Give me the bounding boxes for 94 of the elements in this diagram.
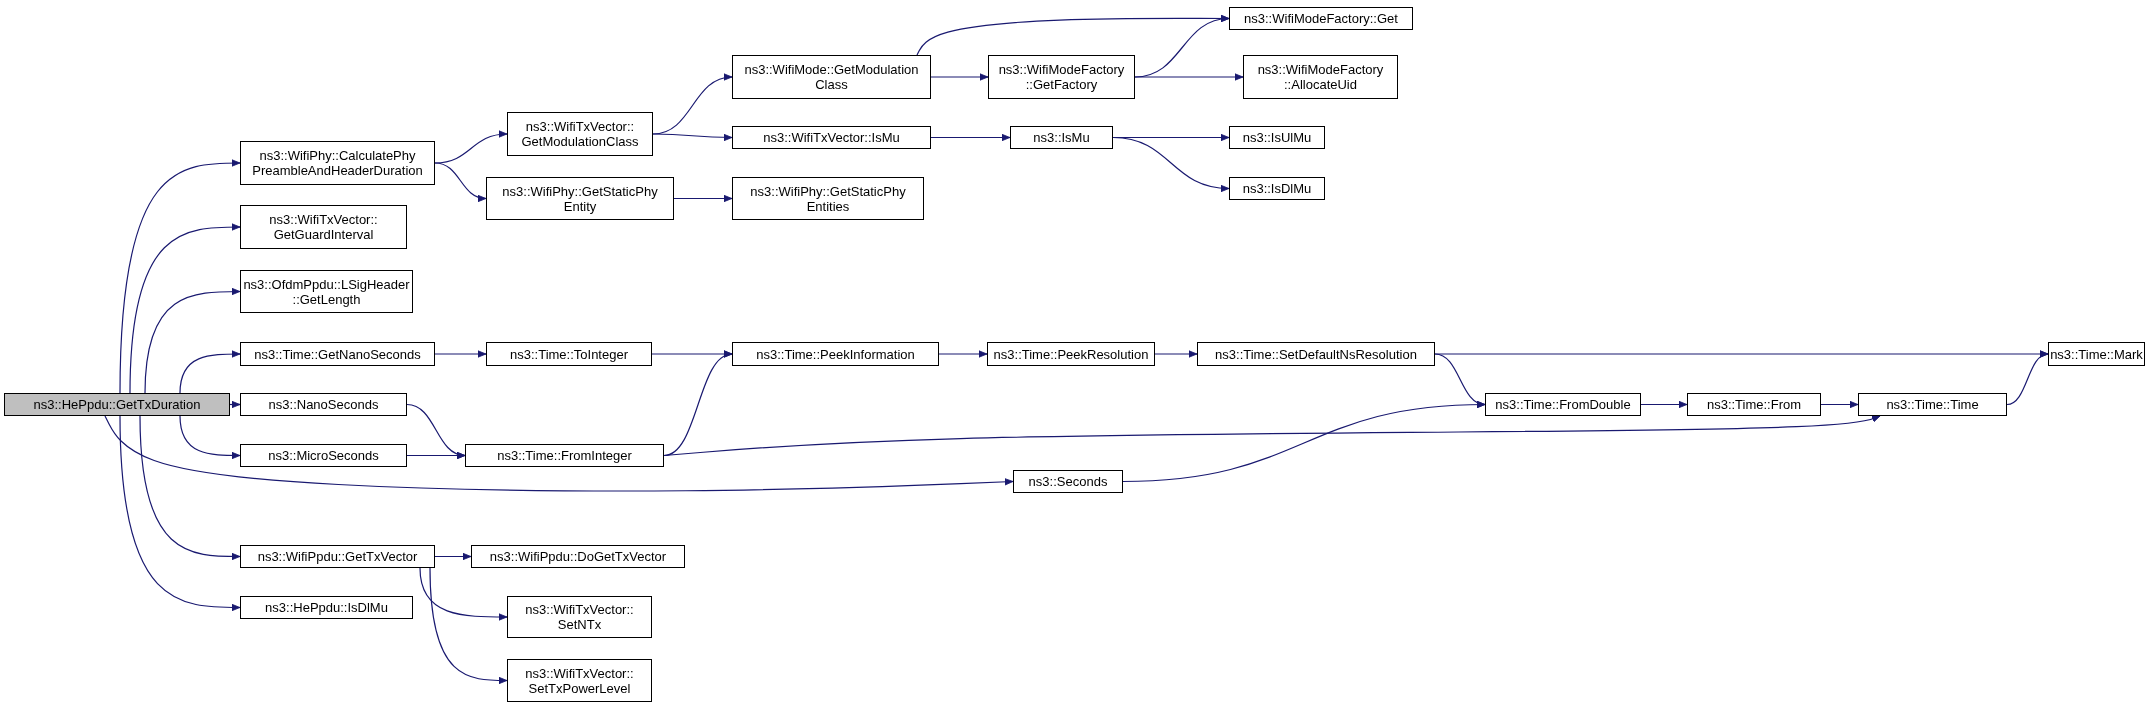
function-name: ns3::Time::Mark [2050,346,2143,362]
function-name: ns3::NanoSeconds [268,397,379,412]
arrow [179,350,241,394]
function-box [732,177,924,220]
arrow [673,194,733,203]
function-name: ns3::Time::ToInteger [510,346,628,362]
function-box [1229,177,1325,200]
function-box [240,596,413,619]
arrow [104,415,1014,492]
function-name: ns3::HePpdu::GetTxDuration [33,397,201,412]
function-box [4,393,230,416]
function-box [507,596,652,638]
function-name: ns3::Time::GetNanoSeconds [254,346,421,362]
arrow [129,223,241,394]
arrow [434,162,487,202]
function-box [1010,126,1113,149]
function-name: ns3::Time::FromInteger [497,448,632,463]
function-name: ns3::WifiPpdu::DoGetTxVector [489,549,667,564]
function-name: ns3::WifiTxVector:: GetGuardInterval [268,212,379,242]
function-box [507,112,653,156]
function-box [486,177,674,220]
arrow [930,133,1011,142]
arrow [119,415,241,612]
arrow [652,133,733,142]
function-box [486,342,652,366]
function-name: ns3::OfdmPpdu::LSigHeader ::GetLength [242,276,411,307]
function-name: ns3::WifiPpdu::GetTxVector [257,549,418,564]
arrow [1820,400,1859,409]
function-box [240,141,435,185]
function-name: ns3::Time::PeekResolution [993,346,1149,362]
function-name: ns3::Time::Time [1886,397,1979,412]
function-box [240,205,407,249]
arrow [179,415,241,460]
arrow [139,415,241,561]
function-box [240,342,435,366]
arrow [1134,73,1244,81]
function-name: ns3::WifiTxVector:: SetNTx [524,602,635,632]
function-box [732,55,931,99]
function-box [1858,393,2007,416]
function-box [240,393,407,416]
arrow [434,552,472,561]
arrow [434,350,487,358]
function-name: ns3::MicroSeconds [268,448,379,463]
function-name: ns3::Time::FromDouble [1495,397,1631,412]
function-box [240,444,407,467]
function-name: ns3::IsDlMu [1242,181,1312,196]
function-name: ns3::IsMu [1033,130,1090,145]
arrow [1154,350,1198,358]
function-box [240,270,413,313]
function-name: ns3::Time::From [1706,397,1802,412]
function-box [1243,55,1398,99]
arrow [1640,400,1688,409]
arrow [938,350,988,358]
function-box [987,342,1155,366]
function-box [465,444,664,467]
function-box [240,545,435,568]
function-name: ns3::WifiPhy::GetStaticPhy Entity [501,183,659,214]
function-name: ns3::Seconds [1028,474,1108,489]
arrow [1112,136,1230,192]
arrow [119,159,241,394]
function-box [507,659,652,702]
function-box [1485,393,1641,416]
function-box [1229,7,1413,30]
arrow [663,415,1881,457]
function-name: ns3::WifiTxVector::IsMu [763,130,900,145]
arrow [406,451,466,460]
function-box [1197,342,1435,366]
function-box [732,126,931,149]
function-name: ns3::WifiTxVector:: SetTxPowerLevel [524,665,635,696]
function-name: ns3::WifiMode::GetModulation Class [743,62,920,92]
function-name: ns3::WifiModeFactory ::AllocateUid [1256,62,1385,92]
function-name: ns3::WifiModeFactory ::GetFactory [997,62,1126,92]
arrow [930,73,989,81]
function-box [732,342,939,366]
arrow [1122,401,1486,483]
function-name: ns3::WifiPhy::GetStaticPhy Entities [749,183,907,214]
arrow [429,567,508,685]
arrow [419,567,508,621]
arrow [229,400,241,409]
arrow [434,130,508,164]
function-name: ns3::HePpdu::IsDlMu [265,600,388,615]
function-name: ns3::Time::SetDefaultNsResolution [1215,346,1417,362]
function-box [1229,126,1325,149]
function-name: ns3::IsUlMu [1242,130,1312,145]
arrow [2006,352,2049,406]
function-box [1013,470,1123,493]
function-name: ns3::WifiTxVector:: GetModulationClass [520,119,640,149]
function-name: ns3::WifiModeFactory::Get [1244,11,1398,26]
arrow [144,287,241,394]
function-box [471,545,685,568]
function-name: ns3::Time::PeekInformation [756,346,915,362]
function-box [988,55,1135,99]
function-box [1687,393,1821,416]
function-name: ns3::WifiPhy::CalculatePhy PreambleAndHeaderDuration [251,148,424,178]
